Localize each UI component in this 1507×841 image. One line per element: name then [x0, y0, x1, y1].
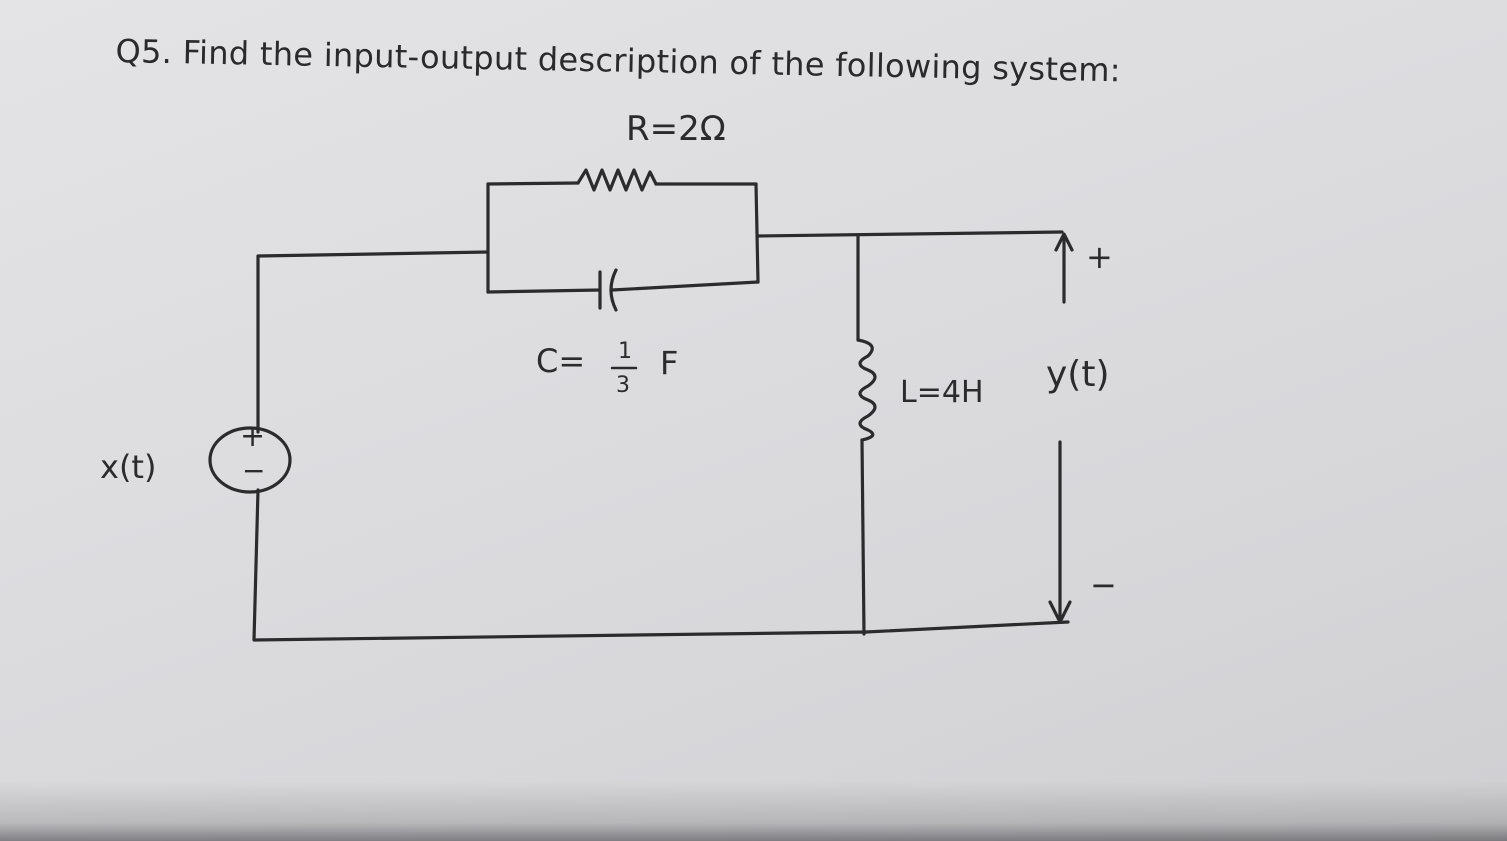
source-minus-sign: −	[242, 454, 265, 487]
paper-edge-shadow	[0, 781, 1507, 841]
output-minus-sign: −	[1090, 566, 1117, 604]
wire-resistor-left	[486, 181, 580, 186]
capacitor-fraction-denominator: 3	[616, 373, 630, 398]
voltage-source-circle	[208, 426, 292, 494]
capacitor-fraction-numerator: 1	[618, 339, 632, 364]
wire-capacitor-right	[610, 280, 760, 292]
wire-top-right	[756, 230, 1064, 238]
output-label: y(t)	[1046, 354, 1110, 395]
wire-left-top	[256, 250, 490, 434]
wire-bottom-right	[864, 620, 1070, 634]
resistor-zigzag	[576, 168, 658, 192]
wire-inductor-bottom	[860, 438, 866, 636]
output-arrow-up	[1054, 232, 1074, 304]
input-label: x(t)	[100, 448, 156, 486]
inductor-coil	[856, 338, 877, 442]
capacitor-label: C=	[536, 342, 585, 380]
wire-left-bottom	[252, 488, 868, 642]
output-arrow-down	[1048, 440, 1072, 624]
output-plus-sign: +	[1086, 238, 1113, 276]
inductor-label: L=4H	[900, 375, 984, 410]
wire-capacitor-left	[486, 288, 602, 294]
capacitor-unit: F	[660, 344, 678, 382]
resistor-label: R=2Ω	[626, 109, 726, 149]
source-plus-sign: +	[240, 419, 265, 454]
wire-rc-right	[754, 182, 760, 284]
